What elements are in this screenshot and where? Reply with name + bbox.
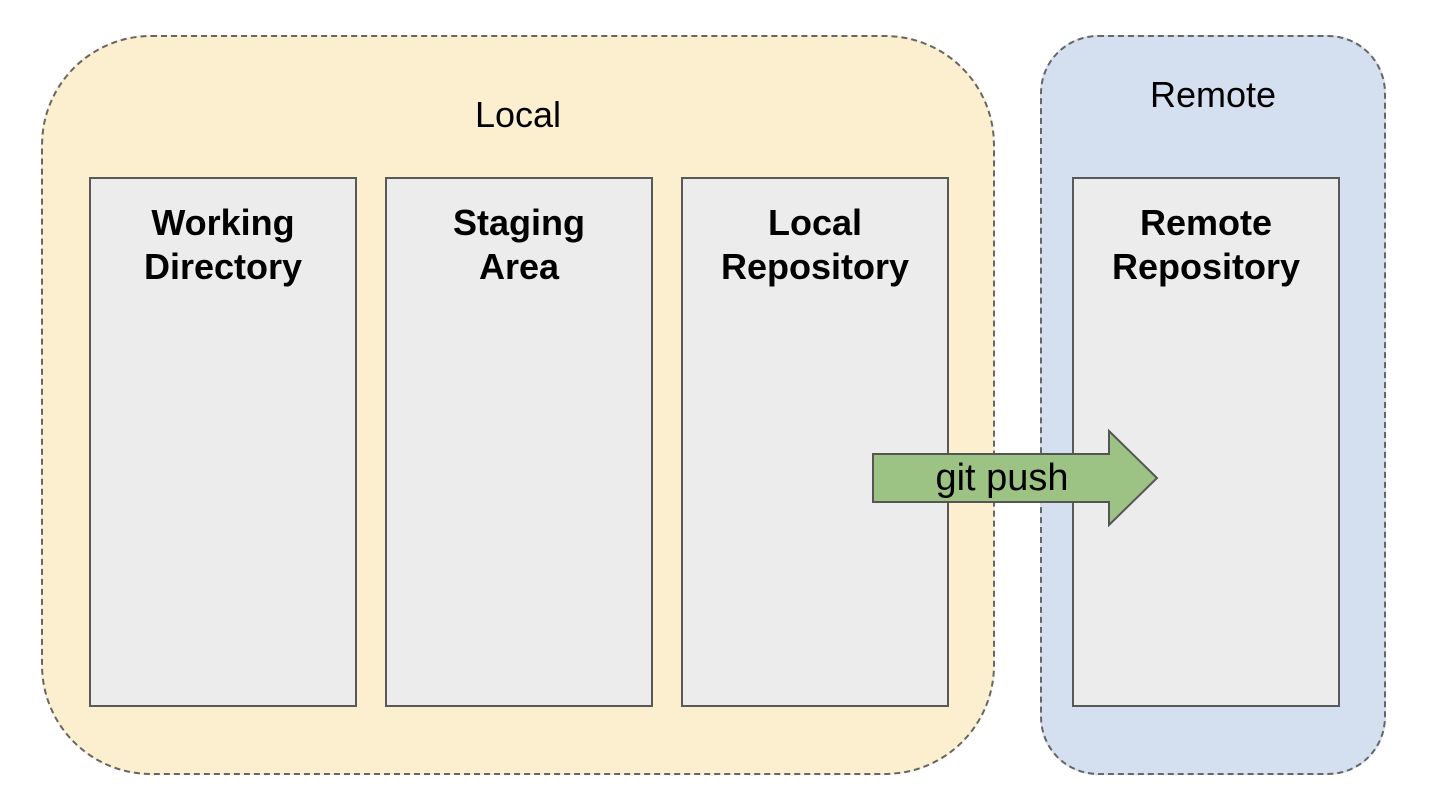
working-directory-label-line1: Working xyxy=(151,202,295,243)
local-repository-label: Local Repository xyxy=(683,201,947,289)
local-repository-label-line1: Local xyxy=(767,202,863,243)
working-directory-label-line2: Directory xyxy=(143,246,303,287)
remote-repository-label-line1: Remote xyxy=(1139,202,1273,243)
git-push-label: git push xyxy=(935,457,1069,499)
working-directory-label: Working Directory xyxy=(91,201,355,289)
working-directory-box: Working Directory xyxy=(89,177,357,707)
local-repository-box: Local Repository xyxy=(681,177,949,707)
remote-repository-label-line2: Repository xyxy=(1111,246,1301,287)
staging-area-label: Staging Area xyxy=(387,201,651,289)
remote-repository-label: Remote Repository xyxy=(1074,201,1338,289)
git-push-arrow-shape xyxy=(872,428,1159,528)
local-region-title: Local xyxy=(474,94,562,135)
local-repository-label-line2: Repository xyxy=(720,246,910,287)
git-push-arrow xyxy=(872,428,1159,528)
remote-region-title: Remote xyxy=(1149,74,1277,115)
staging-area-label-line1: Staging xyxy=(453,202,585,243)
staging-area-label-line2: Area xyxy=(478,246,560,287)
staging-area-box: Staging Area xyxy=(385,177,653,707)
